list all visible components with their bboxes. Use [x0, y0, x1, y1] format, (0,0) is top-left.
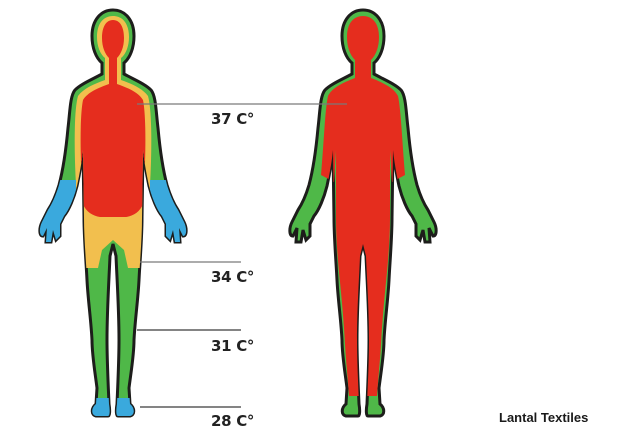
temp-label-37: 37 C° — [211, 110, 254, 128]
temperature-labels: 37 C° 34 C° 31 C° 28 C° — [211, 110, 254, 430]
zone-37-red — [81, 20, 146, 217]
right-body-figure — [290, 10, 436, 416]
temp-label-31: 31 C° — [211, 337, 254, 355]
temp-label-34: 34 C° — [211, 268, 254, 286]
temp-label-28: 28 C° — [211, 412, 254, 430]
left-body-figure — [16, 10, 210, 428]
source-credit: Lantal Textiles — [499, 410, 588, 425]
